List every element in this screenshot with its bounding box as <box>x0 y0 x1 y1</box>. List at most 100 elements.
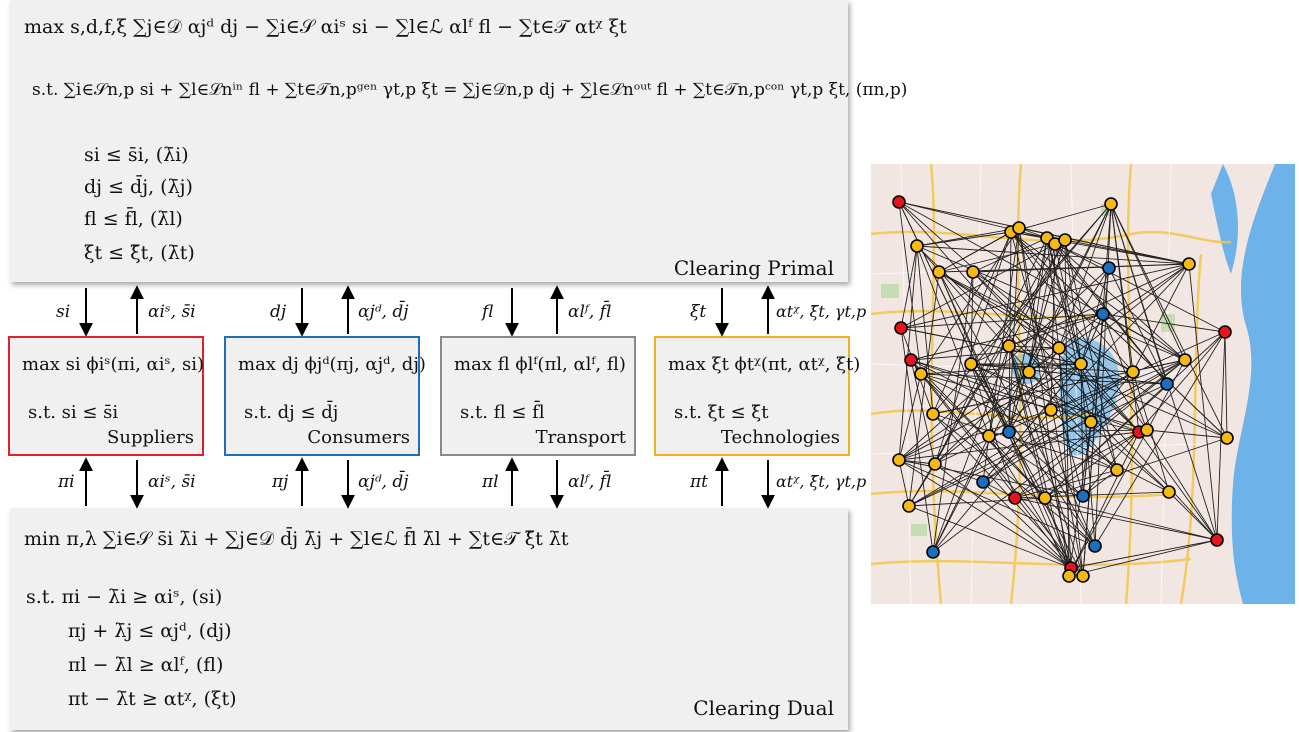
network-edge <box>916 245 1170 493</box>
yellow-node <box>1104 197 1118 211</box>
network-edge <box>898 363 1082 461</box>
network-edge <box>1058 347 1140 433</box>
network-edge <box>1028 371 1072 569</box>
label-down-right-technologies: αtᵡ, ξ̄t, γt,p <box>776 472 867 491</box>
label-down-right-consumers: αjᵈ, d̄j <box>358 472 409 492</box>
network-edge <box>938 243 1056 273</box>
network-edge <box>1068 359 1186 577</box>
network-edge <box>970 363 1084 577</box>
network-edge <box>1080 363 1118 471</box>
network-edge <box>1080 363 1096 547</box>
network-edge <box>1068 431 1140 577</box>
yellow-node <box>1220 431 1234 445</box>
red-node <box>894 321 908 335</box>
technologies-box: max ξt ϕtᵡ(πt, αtᵡ, ξt) s.t. ξt ≤ ξ̄t Te… <box>654 336 860 456</box>
network-edge <box>1082 469 1118 497</box>
network-edge <box>970 271 974 365</box>
suppliers-constraint: s.t. si ≤ s̄i <box>28 402 119 423</box>
label-up-left-consumers: dj <box>270 302 287 322</box>
label-up-right-transport: αlᶠ, f̄l <box>568 302 612 322</box>
network-edge <box>970 363 1168 385</box>
suppliers-objective: max si ϕiˢ(πi, αiˢ, si) <box>22 354 204 375</box>
network-edge <box>1028 237 1048 373</box>
yellow-node <box>910 239 924 253</box>
network-edge <box>910 359 1084 577</box>
network-edge <box>1046 237 1092 423</box>
network-edge <box>938 271 1096 547</box>
yellow-node <box>1022 365 1036 379</box>
yellow-node <box>1052 341 1066 355</box>
red-node <box>1218 325 1232 339</box>
network-edge <box>916 245 1186 361</box>
dual-constraint-tech: πt − λ̄t ≥ αtᵡ, (ξt) <box>68 688 237 710</box>
blue-node <box>1002 425 1016 439</box>
network-edge <box>972 263 1190 273</box>
network-edge <box>910 347 1060 361</box>
network-edge <box>1102 313 1226 333</box>
network-edge <box>920 373 1168 385</box>
network-edge <box>988 435 1046 499</box>
network-edge <box>1010 231 1186 361</box>
network-edge <box>908 371 1134 507</box>
network-edge <box>1082 331 1226 497</box>
label-up-left-suppliers: si <box>56 302 71 322</box>
network-edge <box>1188 263 1218 541</box>
dual-objective: min π,λ ∑i∈𝒮 s̄i λ̄i + ∑j∈𝒟 d̄j λ̄j + ∑l… <box>24 528 569 550</box>
network-edge <box>1028 371 1170 493</box>
network-edge <box>1110 203 1228 439</box>
network-edge <box>988 435 1084 497</box>
label-up-left-transport: fl <box>482 302 494 322</box>
yellow-node <box>1140 423 1154 437</box>
network-edge <box>932 413 1084 577</box>
network-edge <box>1044 431 1140 499</box>
network-map <box>871 164 1295 604</box>
network-edge <box>1014 497 1218 541</box>
label-down-right-transport: αlᶠ, f̄l <box>568 472 612 492</box>
yellow-node <box>926 407 940 421</box>
network-edge <box>1044 437 1228 499</box>
network-edge <box>898 459 910 507</box>
network-edge <box>1044 497 1218 541</box>
network-edge <box>1108 267 1168 385</box>
network-edge <box>1110 203 1168 385</box>
network-edge <box>898 245 918 461</box>
network-edge <box>1080 363 1084 497</box>
network-edge <box>900 327 934 553</box>
yellow-node <box>1084 415 1098 429</box>
lower-arrows <box>79 457 775 509</box>
clearing-primal-panel: max s,d,f,ξ ∑j∈𝒟 αjᵈ dj − ∑i∈𝒮 αiˢ si − … <box>10 0 907 282</box>
network-edge <box>1146 429 1228 439</box>
network-edge <box>1146 429 1218 541</box>
yellow-node <box>902 499 916 513</box>
network-edge <box>1168 491 1218 541</box>
label-down-left-suppliers: πi <box>58 472 75 492</box>
technologies-label: Technologies <box>720 427 840 448</box>
network-edge <box>910 359 1052 411</box>
network-edge <box>982 481 1072 569</box>
transport-box: max fl ϕlᶠ(πl, αlᶠ, fl) s.t. fl ≤ f̄l Tr… <box>440 336 636 456</box>
network-edge <box>1010 231 1228 439</box>
yellow-node <box>1062 569 1076 583</box>
network-edge <box>916 245 1118 471</box>
blue-node <box>1160 377 1174 391</box>
network-edge <box>1064 239 1070 577</box>
network-edge <box>1054 243 1110 269</box>
network-edge <box>920 373 1096 547</box>
network-edge <box>1010 231 1134 373</box>
network-edge <box>970 363 1140 433</box>
network-edge <box>1054 243 1186 361</box>
yellow-node <box>1162 485 1176 499</box>
technologies-constraint: s.t. ξt ≤ ξ̄t <box>674 402 769 423</box>
network-edge <box>1008 345 1096 547</box>
network-edge <box>1008 429 1148 433</box>
network-edge <box>938 271 1072 569</box>
yellow-node <box>1002 339 1016 353</box>
blue-node <box>976 475 990 489</box>
network-edge <box>916 245 990 437</box>
network-edge <box>1110 203 1186 361</box>
network-edge <box>934 463 984 483</box>
network-edge <box>1094 331 1226 547</box>
network-edge <box>1070 539 1218 569</box>
network-edge <box>934 237 1048 465</box>
suppliers-box: max si ϕiˢ(πi, αiˢ, si) s.t. si ≤ s̄i Su… <box>8 336 204 456</box>
